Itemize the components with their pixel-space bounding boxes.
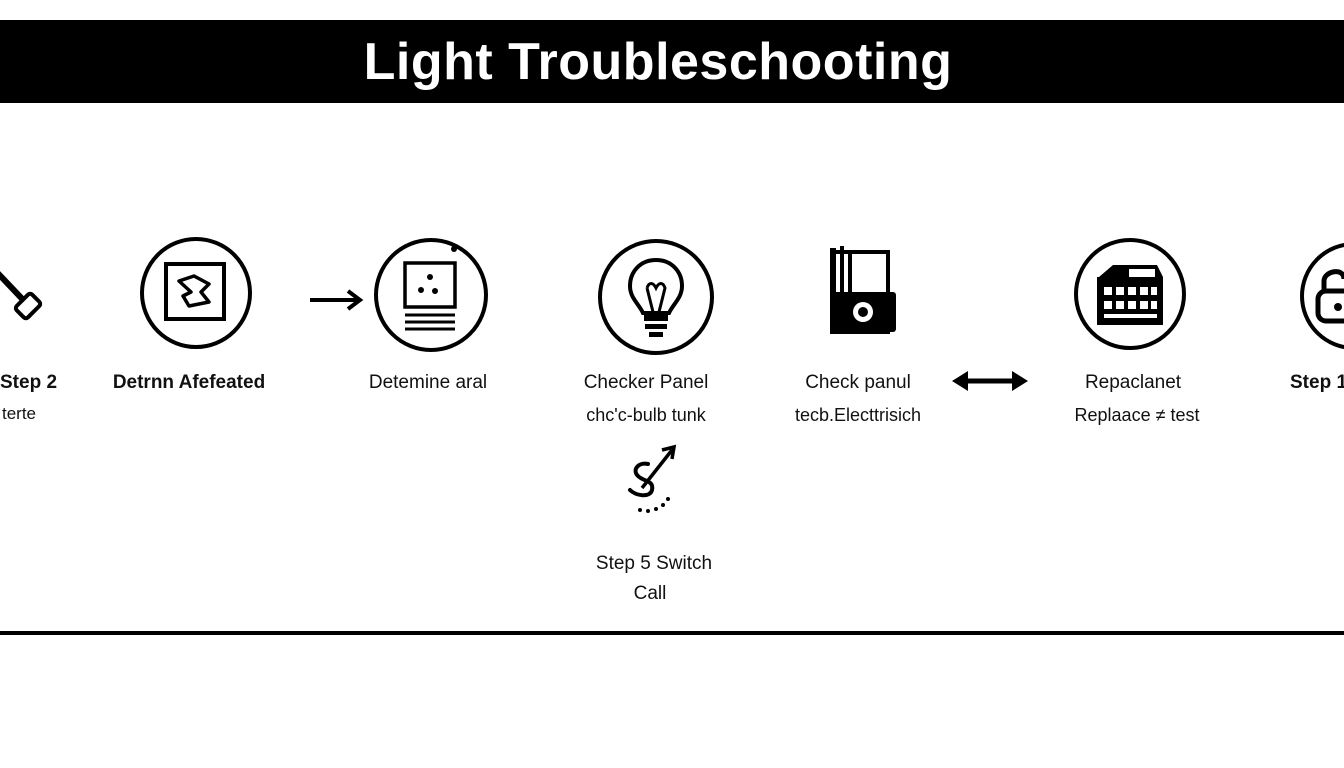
double-arrow-icon — [952, 371, 1028, 391]
step-sublabel: tecb.Electtrisich — [794, 405, 922, 425]
title-banner — [0, 20, 1344, 103]
step-label: Check panul — [805, 372, 911, 393]
step-sublabel: chc'c-bulb tunk — [586, 405, 706, 425]
keyboard-device-icon — [1074, 238, 1186, 350]
tool-icon — [0, 271, 43, 321]
step-label: Call — [633, 583, 667, 604]
step-label: Checker Panel — [583, 372, 709, 393]
fuse-box-icon — [140, 237, 252, 349]
bottom-divider — [0, 631, 1344, 635]
step-label: Step 1 — [1290, 372, 1344, 393]
arrow-right-icon — [310, 289, 364, 311]
step-label: Detemine aral — [368, 372, 488, 393]
switch-icon — [628, 444, 677, 513]
electrician-device-icon — [830, 246, 896, 334]
step-sublabel: Replaace ≠ test — [1074, 405, 1200, 425]
lock-icon — [1300, 242, 1344, 350]
diagram-title: Light Troubleschooting — [363, 32, 953, 91]
panel-icon — [374, 238, 488, 352]
step-label: Repaclanet — [1084, 372, 1182, 393]
step-label: Detrnn Afefeated — [112, 372, 266, 393]
lightbulb-icon — [598, 239, 714, 355]
step-label: Step 5 Switch — [595, 553, 713, 574]
step-sublabel: terte — [2, 404, 37, 423]
step-label: Step 2 — [0, 372, 58, 393]
